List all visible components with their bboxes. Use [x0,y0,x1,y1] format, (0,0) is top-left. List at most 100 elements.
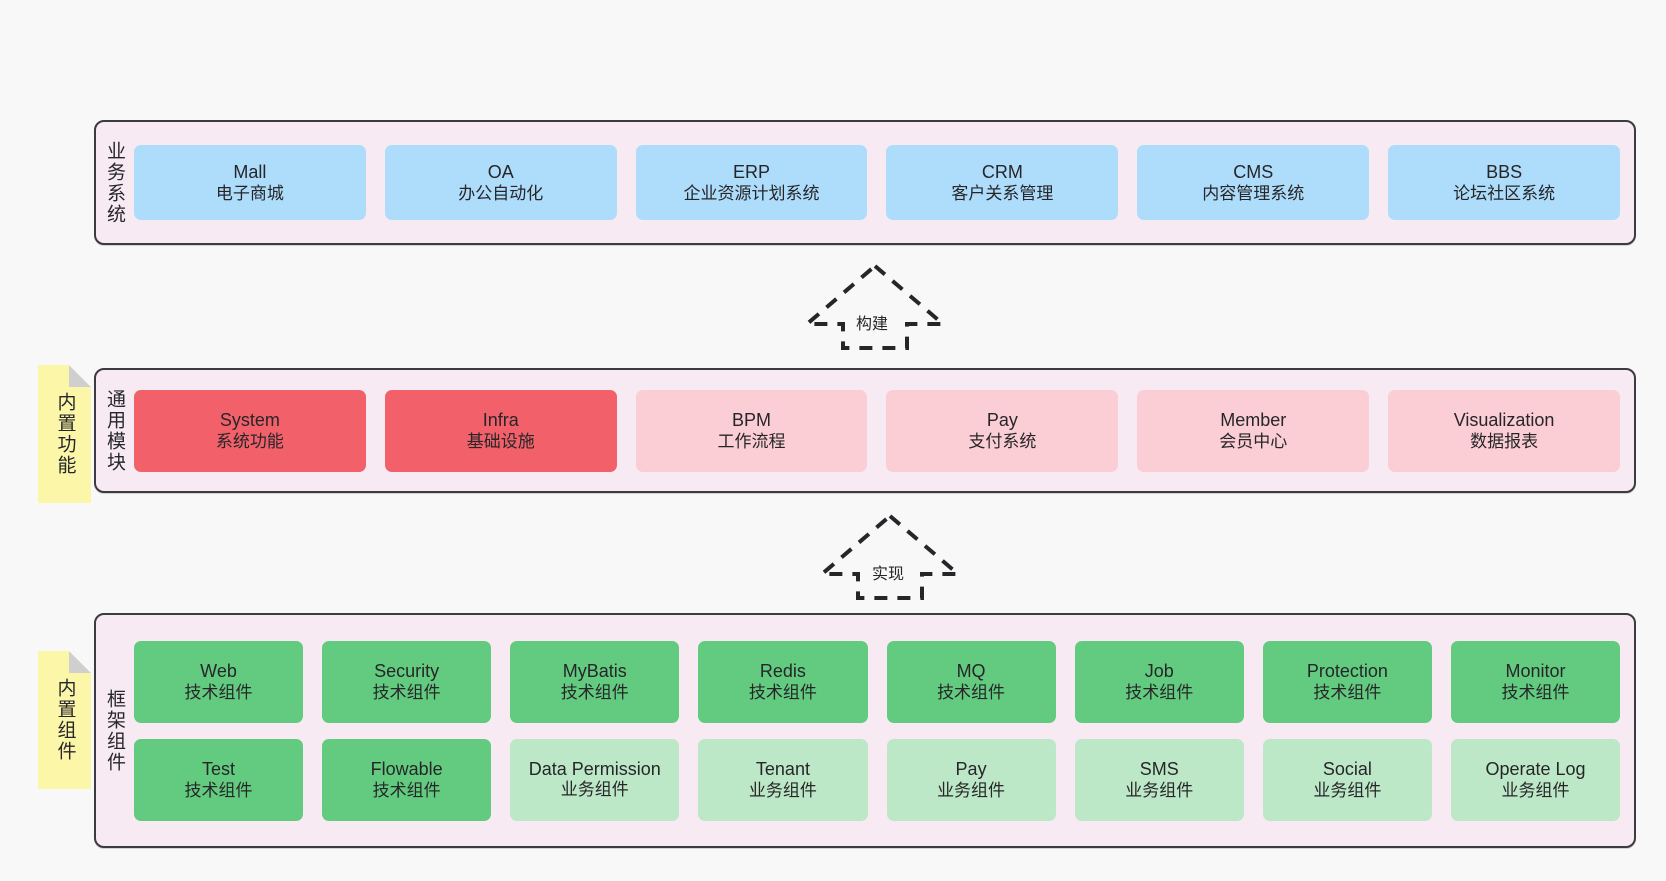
card-protection[interactable]: Protection 技术组件 [1262,640,1432,723]
card-web[interactable]: Web 技术组件 [133,640,304,723]
card-title: Security [374,660,440,681]
build-arrow-icon [801,263,949,350]
card-title: Test [202,758,236,779]
card-sms[interactable]: SMS 业务组件 [1074,738,1244,821]
note-label: 内置功能 [54,392,76,476]
card-operate-log[interactable]: Operate Log 业务组件 [1450,738,1621,821]
card-infra[interactable]: Infra 基础设施 [384,389,617,472]
card-title: CMS [1233,161,1274,182]
card-title: MyBatis [562,660,627,681]
layer-title-business-systems: 业务系统 [103,140,125,225]
card-data-permission[interactable]: Data Permission 业务组件 [510,738,680,821]
card-oa[interactable]: OA 办公自动化 [384,145,617,220]
card-subtitle: 会员中心 [1219,432,1288,452]
card-title: System [219,409,280,430]
card-row: Mall 电子商城 OA 办公自动化 ERP 企业资源计划系统 CRM 客户关系… [133,145,1620,220]
card-title: Job [1144,660,1174,681]
card-subtitle: 业务组件 [1501,781,1570,801]
card-title: Social [1322,758,1372,779]
card-row-business: Test 技术组件 Flowable 技术组件 Data Permission … [133,738,1621,821]
card-title: BPM [732,409,772,430]
card-pay-business[interactable]: Pay 业务组件 [886,738,1056,821]
card-subtitle: 技术组件 [372,781,441,801]
card-subtitle: 内容管理系统 [1202,184,1305,204]
card-title: Operate Log [1485,758,1586,779]
card-title: Visualization [1453,409,1555,430]
card-social[interactable]: Social 业务组件 [1262,738,1432,821]
card-title: Flowable [370,758,443,779]
card-title: SMS [1139,758,1179,779]
card-subtitle: 数据报表 [1470,432,1539,452]
card-bpm[interactable]: BPM 工作流程 [635,389,868,472]
card-subtitle: 基础设施 [466,432,535,452]
card-row: System 系统功能 Infra 基础设施 BPM 工作流程 Pay 支付系统… [133,389,1620,472]
note-fold-corner-icon [69,365,91,387]
note-label: 内置组件 [54,678,76,762]
layer-common-modules: 通用模块 System 系统功能 Infra 基础设施 BPM 工作流程 Pay… [94,368,1636,493]
card-subtitle: 技术组件 [1501,683,1570,703]
card-subtitle: 支付系统 [968,432,1037,452]
card-title: BBS [1486,161,1523,182]
card-title: Monitor [1505,660,1566,681]
card-subtitle: 技术组件 [372,683,441,703]
card-crm[interactable]: CRM 客户关系管理 [886,145,1119,220]
layer-business-systems: 业务系统 Mall 电子商城 OA 办公自动化 ERP 企业资源计划系统 CRM… [94,120,1636,245]
card-mq[interactable]: MQ 技术组件 [886,640,1056,723]
card-title: Infra [482,409,519,430]
card-subtitle: 技术组件 [560,683,629,703]
card-title: Protection [1306,660,1388,681]
card-title: Pay [986,409,1018,430]
card-system[interactable]: System 系统功能 [133,389,366,472]
card-monitor[interactable]: Monitor 技术组件 [1450,640,1621,723]
card-subtitle: 论坛社区系统 [1453,184,1556,204]
card-subtitle: 办公自动化 [458,184,544,204]
card-visualization[interactable]: Visualization 数据报表 [1388,389,1620,472]
card-subtitle: 业务组件 [748,781,817,801]
card-job[interactable]: Job 技术组件 [1074,640,1244,723]
card-title: OA [487,161,514,182]
card-subtitle: 电子商城 [215,184,284,204]
card-title: Pay [955,758,987,779]
card-test[interactable]: Test 技术组件 [133,738,304,821]
card-subtitle: 业务组件 [560,780,629,800]
card-title: CRM [981,161,1023,182]
card-subtitle: 企业资源计划系统 [683,184,820,204]
card-title: Mall [233,161,267,182]
card-bbs[interactable]: BBS 论坛社区系统 [1388,145,1620,220]
card-title: Data Permission [528,758,661,779]
card-mybatis[interactable]: MyBatis 技术组件 [510,640,680,723]
layer-body-business-systems: Mall 电子商城 OA 办公自动化 ERP 企业资源计划系统 CRM 客户关系… [130,122,1634,243]
connector-build-label: 构建 [856,316,889,333]
card-title: MQ [956,660,986,681]
card-subtitle: 技术组件 [937,683,1006,703]
card-member[interactable]: Member 会员中心 [1137,389,1370,472]
card-pay[interactable]: Pay 支付系统 [886,389,1119,472]
connector-implement-arrow [815,512,965,602]
note-builtin-functions: 内置功能 [38,365,91,503]
connector-build-arrow [800,262,950,352]
implement-arrow-icon [816,513,964,600]
layer-title-framework-components: 框架组件 [103,688,125,773]
card-flowable[interactable]: Flowable 技术组件 [322,738,492,821]
card-row-tech: Web 技术组件 Security 技术组件 MyBatis 技术组件 Redi… [133,640,1621,723]
card-title: ERP [733,161,771,182]
card-redis[interactable]: Redis 技术组件 [698,640,868,723]
layer-title-common-modules: 通用模块 [103,388,125,473]
card-erp[interactable]: ERP 企业资源计划系统 [635,145,868,220]
card-security[interactable]: Security 技术组件 [322,640,492,723]
card-cms[interactable]: CMS 内容管理系统 [1137,145,1370,220]
connector-implement-label: 实现 [872,566,905,583]
card-subtitle: 客户关系管理 [951,184,1054,204]
layer-body-common-modules: System 系统功能 Infra 基础设施 BPM 工作流程 Pay 支付系统… [130,370,1634,491]
card-mall[interactable]: Mall 电子商城 [133,145,366,220]
card-title: Member [1220,409,1287,430]
note-builtin-components: 内置组件 [38,651,91,789]
layer-framework-components: 框架组件 Web 技术组件 Security 技术组件 MyBatis 技术组件… [94,613,1636,848]
card-title: Redis [759,660,806,681]
card-subtitle: 技术组件 [748,683,817,703]
card-subtitle: 业务组件 [1313,781,1382,801]
card-tenant[interactable]: Tenant 业务组件 [698,738,868,821]
card-subtitle: 业务组件 [937,781,1006,801]
card-subtitle: 技术组件 [184,683,253,703]
